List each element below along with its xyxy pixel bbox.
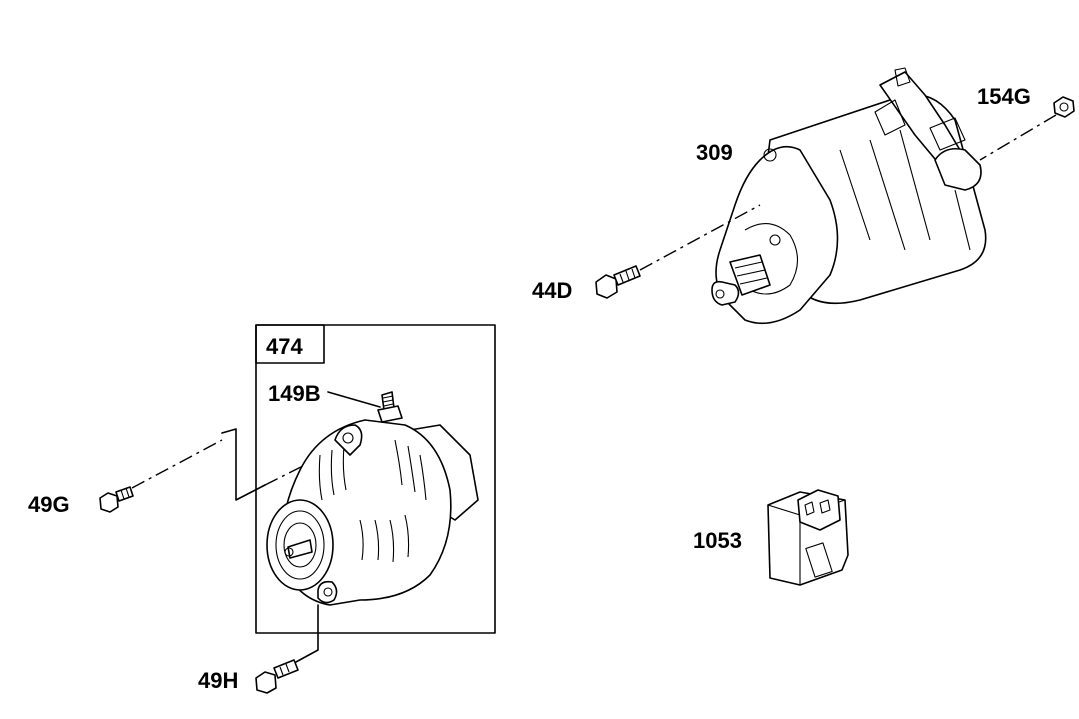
label-49G: 49G: [28, 492, 70, 517]
label-44D: 44D: [532, 278, 572, 303]
alternator[interactable]: [266, 419, 479, 606]
alternator-bolt-49H[interactable]: [255, 659, 299, 694]
starter-nut-154G[interactable]: [1053, 96, 1075, 118]
starter-bolt-44D[interactable]: [595, 265, 641, 299]
label-1053: 1053: [693, 528, 742, 553]
upper-bolt-leader-line: [131, 439, 223, 489]
upper-bolt-leader-line-2: [264, 464, 306, 486]
stud-leader-line: [327, 391, 381, 408]
label-474: 474: [266, 334, 303, 359]
alternator-stud-149B[interactable]: [377, 391, 403, 423]
label-149B: 149B: [268, 381, 321, 406]
starter-bolt-leader-line: [639, 204, 761, 271]
label-154G: 154G: [977, 84, 1031, 109]
upper-bolt-offset-line: [221, 428, 266, 501]
alternator-group-frame: [255, 324, 496, 634]
lower-bolt-leader-line: [295, 604, 319, 663]
nut-leader-line: [979, 114, 1057, 161]
alternator-group-label-box: [255, 324, 325, 364]
relay-1053[interactable]: [767, 489, 849, 586]
alternator-bolt-49G[interactable]: [99, 486, 134, 513]
label-49H: 49H: [198, 668, 238, 693]
label-309: 309: [696, 140, 733, 165]
starter-motor[interactable]: [711, 67, 987, 325]
